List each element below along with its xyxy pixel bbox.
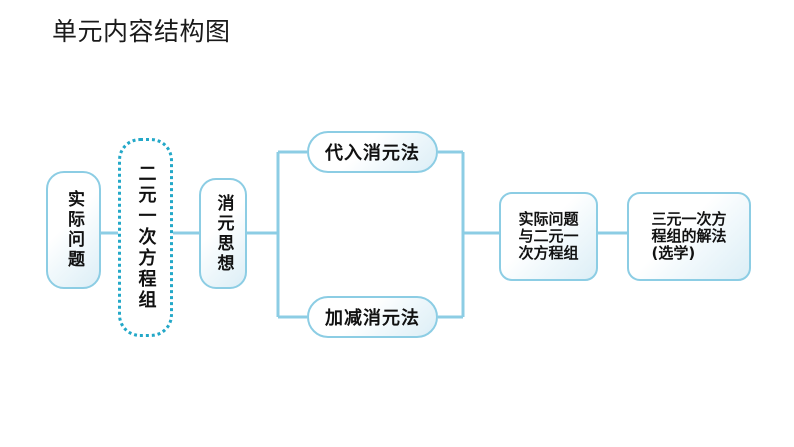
node-eryuan[interactable]: 二元一次方程组 bbox=[118, 138, 173, 337]
node-sanyuan-label: 三元一次方 程组的解法 (选学) bbox=[651, 210, 727, 262]
node-xiaoyuan-label: 消元思想 bbox=[213, 193, 234, 274]
page-title: 单元内容结构图 bbox=[52, 17, 231, 46]
node-shijiwenti[interactable]: 实际问题 bbox=[46, 171, 101, 289]
node-shijiyueryuan-label: 实际问题 与二元一 次方程组 bbox=[518, 210, 579, 262]
node-jiajian-label: 加减消元法 bbox=[325, 308, 420, 329]
node-shijiyueryuan[interactable]: 实际问题 与二元一 次方程组 bbox=[499, 192, 598, 281]
node-xiaoyuan[interactable]: 消元思想 bbox=[199, 178, 247, 289]
node-dairu[interactable]: 代入消元法 bbox=[307, 131, 438, 173]
node-eryuan-label: 二元一次方程组 bbox=[135, 164, 157, 311]
node-shijiwenti-label: 实际问题 bbox=[64, 190, 84, 270]
node-jiajian[interactable]: 加减消元法 bbox=[307, 296, 438, 338]
node-sanyuan[interactable]: 三元一次方 程组的解法 (选学) bbox=[627, 192, 751, 281]
node-dairu-label: 代入消元法 bbox=[325, 143, 420, 164]
